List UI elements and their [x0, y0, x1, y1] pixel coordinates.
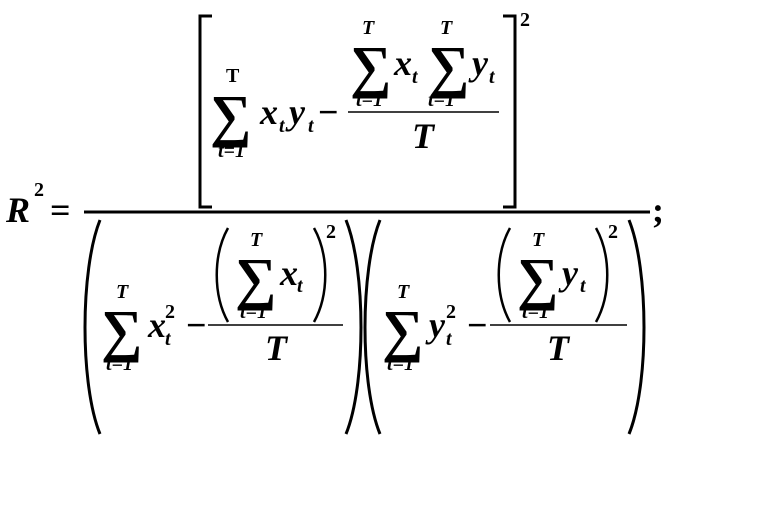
den1-x-square: 2	[165, 301, 175, 323]
num-minus: −	[318, 92, 339, 132]
den1-sum-sigma: ∑	[101, 298, 142, 363]
den1-inner-sum-sigma: ∑	[235, 246, 276, 311]
den1-x-sub: t	[165, 328, 172, 350]
den1-inner-denominator-t: T	[265, 328, 289, 368]
den2-y-sub: t	[446, 328, 453, 350]
num-sum3-upper: T	[440, 17, 453, 39]
formula-lhs: R 2 =	[5, 179, 71, 230]
den-factor1-right-paren	[344, 219, 363, 435]
lhs-r: R	[5, 190, 30, 230]
den2-inner-right-paren	[594, 227, 609, 323]
den1-inner-x: x	[279, 253, 298, 293]
numerator-right-bracket	[503, 14, 517, 209]
num-sum1-sigma: ∑	[210, 83, 251, 148]
den2-inner-left-paren	[497, 227, 512, 323]
trailing-semicolon: ;	[652, 190, 664, 230]
den2-inner-denominator-t: T	[547, 328, 571, 368]
denominator: T ∑ t=1 x 2 t − 2 T ∑ t=1 x t T T ∑ t=1 …	[83, 219, 646, 435]
numerator-left-bracket	[198, 14, 212, 209]
den2-inner-sum-lower: t=1	[522, 301, 549, 323]
den2-sum-sigma: ∑	[382, 298, 423, 363]
num-inner-x-sub: t	[412, 66, 419, 88]
den1-inner-sum-lower: t=1	[240, 301, 267, 323]
den1-sum-upper: T	[116, 281, 129, 303]
num-sum1-lower: t=1	[218, 140, 245, 162]
num-sum2-lower: t=1	[356, 89, 383, 111]
den1-x: x	[147, 305, 166, 345]
lhs-exponent: 2	[34, 179, 44, 201]
den2-y-square: 2	[446, 301, 456, 323]
den1-inner-sum-upper: T	[250, 229, 263, 251]
den-factor2-right-paren	[627, 219, 646, 435]
den2-inner-sum-sigma: ∑	[517, 246, 558, 311]
den1-inner-square: 2	[326, 221, 336, 243]
numerator: 2 T ∑ t=1 x t y t − T ∑ t=1 x t T ∑ t=1 …	[198, 9, 530, 209]
num-sum2-sigma: ∑	[350, 34, 391, 99]
num-x-sub: t	[279, 115, 286, 137]
den1-inner-x-sub: t	[297, 275, 304, 297]
lhs-equals: =	[50, 190, 71, 230]
den1-inner-right-paren	[312, 227, 327, 323]
den2-inner-y: y	[558, 253, 579, 293]
num-sum3-lower: t=1	[428, 89, 455, 111]
den1-inner-left-paren	[215, 227, 230, 323]
den2-minus: −	[467, 305, 488, 345]
den2-sum-lower: t=1	[387, 353, 414, 375]
num-sum1-upper: T	[226, 65, 240, 87]
num-inner-y: y	[468, 43, 489, 83]
numerator-square-exponent: 2	[520, 9, 530, 31]
den2-inner-square: 2	[608, 221, 618, 243]
num-inner-y-sub: t	[489, 66, 496, 88]
den2-inner-y-sub: t	[580, 275, 587, 297]
num-inner-x: x	[393, 43, 412, 83]
num-y: y	[285, 92, 306, 132]
den2-sum-upper: T	[397, 281, 410, 303]
den1-sum-lower: t=1	[106, 353, 133, 375]
den-factor2-left-paren	[363, 219, 382, 435]
den1-minus: −	[186, 305, 207, 345]
num-sum2-upper: T	[362, 17, 375, 39]
num-x: x	[259, 92, 278, 132]
den2-y: y	[425, 305, 446, 345]
den2-inner-sum-upper: T	[532, 229, 545, 251]
num-y-sub: t	[308, 115, 315, 137]
num-sum3-sigma: ∑	[428, 34, 469, 99]
den-factor1-left-paren	[83, 219, 102, 435]
num-inner-denominator-t: T	[412, 116, 436, 156]
